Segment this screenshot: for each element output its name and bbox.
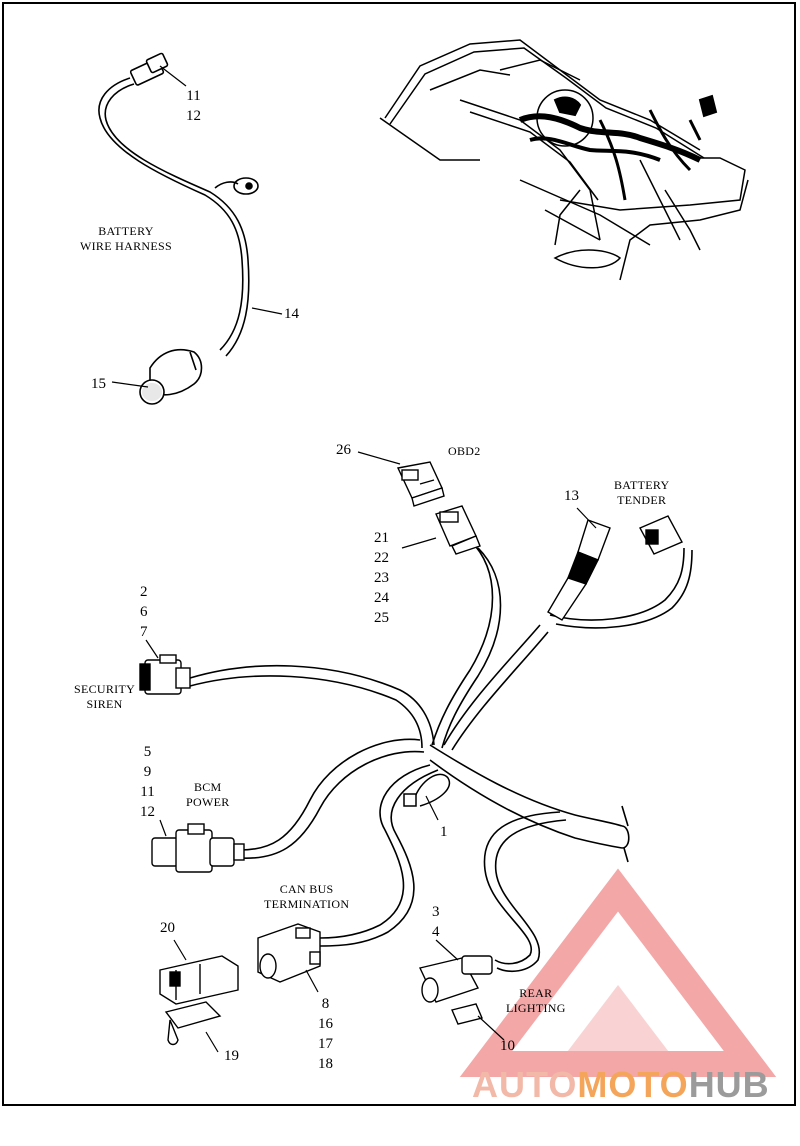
callout-number: 25 xyxy=(374,610,389,626)
can-bus-connector xyxy=(257,923,321,983)
callout-number: 6 xyxy=(140,604,148,620)
callout-number: 11 xyxy=(186,88,201,104)
callout-1: 1 xyxy=(440,824,448,840)
watermark-part: MOTO xyxy=(577,1064,689,1105)
caption-can-bus-termination: CAN BUS TERMINATION xyxy=(264,882,349,912)
caption-line: BATTERY xyxy=(614,478,670,492)
callout-20: 20 xyxy=(160,920,175,936)
caption-line: TENDER xyxy=(617,493,667,507)
connector-21-25 xyxy=(435,505,481,555)
caption-rear-lighting: REAR LIGHTING xyxy=(506,986,566,1016)
caption-obd2: OBD2 xyxy=(448,444,481,458)
frame-harness-detail xyxy=(518,94,718,201)
diagram-border xyxy=(2,2,796,1106)
callout-number: 23 xyxy=(374,570,389,586)
callout-21-25: 21 22 23 24 25 xyxy=(374,528,389,628)
callout-number: 24 xyxy=(374,590,389,606)
callout-10: 10 xyxy=(500,1038,515,1054)
callout-15: 15 xyxy=(91,376,106,392)
caption-line: BCM xyxy=(193,780,222,794)
motorcycle-frame-illustration xyxy=(379,39,749,281)
callout-8-18: 8 16 17 18 xyxy=(318,994,333,1074)
caption-line: LIGHTING xyxy=(506,1001,566,1015)
caption-line: REAR xyxy=(519,986,553,1000)
security-siren-connector xyxy=(139,654,191,695)
callout-number: 17 xyxy=(318,1036,333,1052)
callout-2-6-7: 2 6 7 xyxy=(140,582,148,642)
watermark-part: HUB xyxy=(688,1064,770,1105)
callout-14: 14 xyxy=(284,306,299,322)
callout-26: 26 xyxy=(336,442,351,458)
callout-number: 4 xyxy=(432,924,440,940)
callout-number: 12 xyxy=(186,108,201,124)
caption-bcm-power: BCM POWER xyxy=(186,780,230,810)
watermark-text: AUTOMOTOHUB xyxy=(472,1064,770,1106)
triangle-logo-icon xyxy=(459,868,777,1077)
caption-battery-wire-harness: BATTERY WIRE HARNESS xyxy=(80,224,172,254)
callout-11-12-top: 11 12 xyxy=(186,86,201,126)
callout-3-4: 3 4 xyxy=(432,902,440,942)
obd2-connector-26 xyxy=(396,461,445,507)
caption-battery-tender: BATTERY TENDER xyxy=(614,478,669,508)
callout-13: 13 xyxy=(564,488,579,504)
caption-line: POWER xyxy=(186,795,230,809)
callout-number: 5 xyxy=(143,744,152,760)
caption-line: SIREN xyxy=(86,697,123,711)
battery-tender-plug xyxy=(547,515,683,621)
callout-number: 11 xyxy=(140,784,155,800)
leader-lines-top xyxy=(111,65,283,388)
callout-number: 21 xyxy=(374,530,389,546)
cable-tie xyxy=(403,773,451,807)
connector-20 xyxy=(159,955,239,1005)
caption-security-siren: SECURITY SIREN xyxy=(74,682,135,712)
callout-number: 8 xyxy=(321,996,330,1012)
callout-number: 16 xyxy=(318,1016,333,1032)
callout-5-12: 5 9 11 12 xyxy=(140,742,155,822)
caption-line: BATTERY xyxy=(98,224,154,238)
callout-number: 12 xyxy=(140,804,155,820)
connector-19 xyxy=(164,1001,222,1046)
bcm-power-connector xyxy=(151,823,245,873)
callout-number: 3 xyxy=(432,904,440,920)
rear-lighting-connector xyxy=(418,955,493,1025)
watermark-part: AUTO xyxy=(472,1064,578,1105)
callout-number: 2 xyxy=(140,584,148,600)
callout-number: 7 xyxy=(140,624,148,640)
caption-line: TERMINATION xyxy=(264,897,350,911)
callout-19: 19 xyxy=(224,1048,239,1064)
callout-number: 22 xyxy=(374,550,389,566)
caption-line: CAN BUS xyxy=(279,882,334,896)
callout-number: 18 xyxy=(318,1056,333,1072)
callout-number: 9 xyxy=(143,764,152,780)
caption-line: SECURITY xyxy=(74,682,136,696)
caption-line: WIRE HARNESS xyxy=(80,239,172,253)
leader-lines-lower xyxy=(145,451,597,1053)
